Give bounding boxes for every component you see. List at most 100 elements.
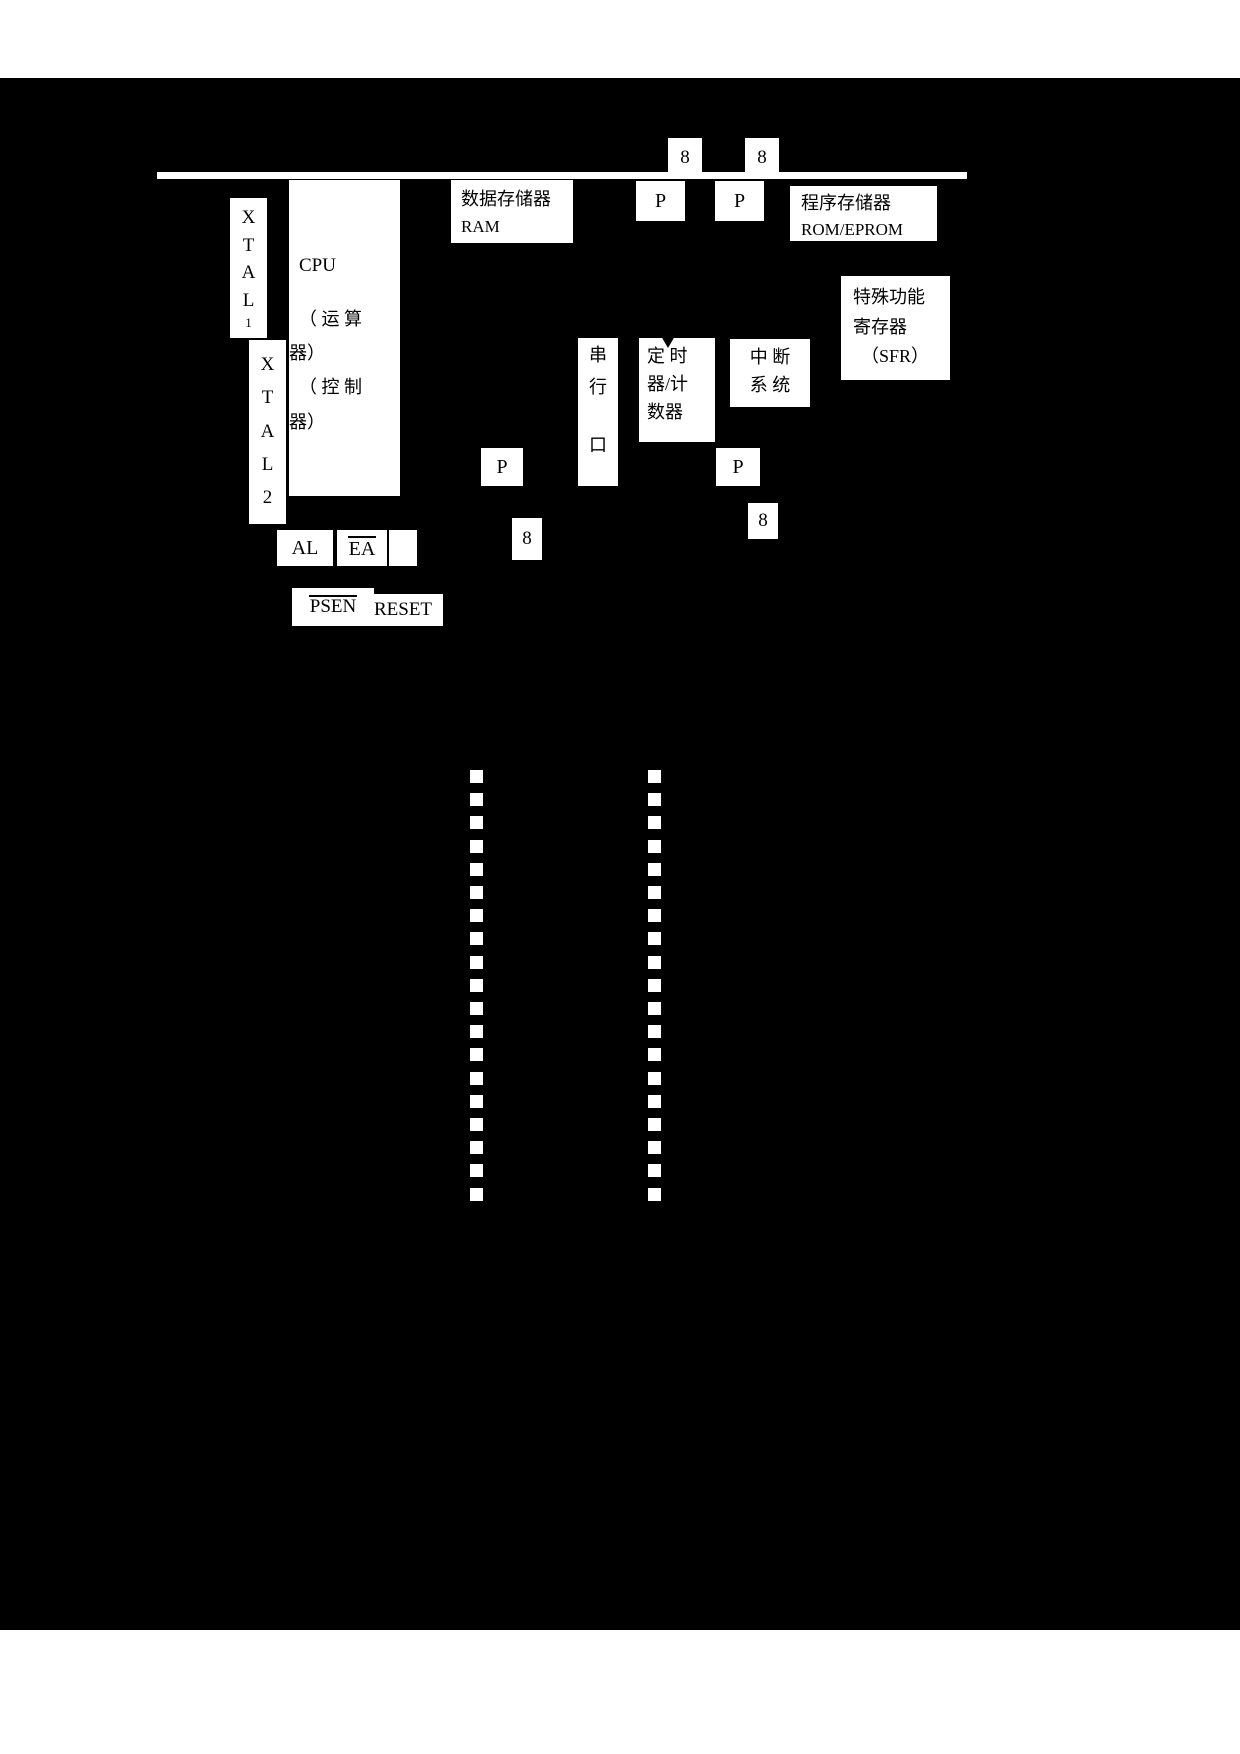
list-marker	[648, 1164, 661, 1177]
ale-block: AL	[277, 530, 333, 566]
serial-port-block: 串 行 口	[578, 338, 618, 486]
timer-line1: 定 时	[647, 346, 688, 366]
list-marker	[648, 863, 661, 876]
list-marker	[648, 1072, 661, 1085]
serial-port-char: 行	[589, 376, 607, 397]
list-marker	[470, 1048, 483, 1061]
list-marker	[648, 979, 661, 992]
program-memory-type: ROM/EPROM	[801, 220, 904, 239]
ea-trailing-block	[389, 530, 417, 566]
list-marker	[470, 886, 483, 899]
interrupt-line1: 中 断	[749, 347, 791, 367]
port-label: P	[733, 190, 746, 212]
program-memory-block: 程序存储器 ROM/EPROM	[790, 186, 937, 241]
xtal2-block: X T A L 2	[249, 340, 286, 524]
port-label: P	[654, 190, 667, 212]
interrupt-line2: 系 统	[749, 374, 791, 395]
xtal2-char: 2	[262, 487, 273, 508]
xtal1-char: A	[241, 262, 256, 284]
cpu-block: CPU （ 运 算 器） （ 控 制 器）	[289, 180, 400, 496]
list-marker	[470, 1095, 483, 1108]
list-marker	[648, 770, 661, 783]
list-marker	[470, 1118, 483, 1131]
bus-width-value: 8	[757, 146, 767, 168]
port-mid-right: P	[716, 448, 760, 486]
port-mid-left: P	[481, 448, 523, 486]
bus-width-label-bottom-right: 8	[748, 503, 778, 539]
data-memory-title: 数据存储器	[461, 189, 551, 209]
list-marker	[470, 1072, 483, 1085]
list-marker	[648, 840, 661, 853]
serial-port-char: 串	[589, 345, 607, 365]
psen-label: PSEN	[308, 594, 358, 620]
list-marker	[470, 840, 483, 853]
list-marker	[648, 1002, 661, 1015]
list-marker	[648, 932, 661, 945]
ea-label: EA	[347, 535, 376, 562]
list-marker	[648, 1095, 661, 1108]
port-top-right: P	[715, 181, 764, 221]
bus-width-label-top-right: 8	[745, 138, 779, 178]
xtal2-char: A	[260, 420, 275, 442]
list-marker	[470, 1141, 483, 1154]
xtal1-char: T	[242, 234, 255, 256]
cpu-alu-line2: 器）	[289, 343, 325, 364]
cpu-ctrl-line1: （ 控 制	[299, 377, 362, 398]
bus-width-value: 8	[758, 509, 768, 531]
sfr-line1: 特殊功能	[853, 287, 925, 307]
list-marker	[648, 1141, 661, 1154]
scan-field	[0, 78, 1240, 1630]
bus-width-value: 8	[522, 527, 532, 549]
list-marker	[470, 1025, 483, 1038]
list-marker	[470, 1188, 483, 1201]
list-marker	[648, 793, 661, 806]
list-marker	[470, 979, 483, 992]
list-marker	[470, 1002, 483, 1015]
ale-label: AL	[291, 537, 319, 559]
xtal2-char: L	[261, 453, 274, 475]
sfr-line3: （SFR）	[861, 346, 930, 367]
reset-block: RESET	[363, 594, 443, 626]
data-memory-type: RAM	[461, 216, 500, 236]
psen-block: PSEN	[292, 588, 374, 626]
list-marker	[470, 770, 483, 783]
list-marker	[648, 1025, 661, 1038]
list-marker	[470, 909, 483, 922]
list-marker	[470, 863, 483, 876]
data-memory-block: 数据存储器 RAM	[451, 180, 573, 243]
list-marker	[648, 886, 661, 899]
bus-width-label-bottom-left: 8	[512, 518, 542, 560]
list-marker	[648, 956, 661, 969]
list-marker	[470, 932, 483, 945]
xtal1-char: X	[241, 207, 256, 228]
sfr-line2: 寄存器	[853, 316, 907, 337]
bus-width-value: 8	[680, 146, 690, 168]
ea-block: EA	[337, 530, 387, 566]
reset-label: RESET	[373, 598, 433, 620]
list-marker	[648, 909, 661, 922]
port-label: P	[732, 456, 744, 478]
system-bus-line	[157, 172, 967, 179]
cpu-alu-line1: （ 运 算	[299, 309, 362, 330]
port-top-left: P	[636, 181, 685, 221]
cpu-ctrl-line2: 器）	[289, 411, 325, 432]
list-marker	[470, 1164, 483, 1177]
list-marker	[648, 1188, 661, 1201]
list-marker	[648, 1118, 661, 1131]
list-marker	[648, 1048, 661, 1061]
list-marker	[470, 793, 483, 806]
port-label: P	[496, 456, 508, 478]
xtal1-char: 1	[245, 315, 252, 331]
list-marker	[648, 816, 661, 829]
timer-counter-block: 定 时 器/计 数器	[639, 338, 715, 442]
list-marker	[470, 816, 483, 829]
list-marker	[470, 956, 483, 969]
timer-input-arrow-icon	[661, 336, 675, 348]
cpu-title: CPU	[299, 255, 336, 276]
cpu-spacer	[299, 284, 400, 302]
xtal1-block: X T A L 1	[230, 198, 267, 338]
interrupt-system-block: 中 断 系 统	[730, 339, 810, 407]
xtal2-char: X	[260, 354, 275, 375]
timer-line2: 器/计	[647, 373, 689, 394]
